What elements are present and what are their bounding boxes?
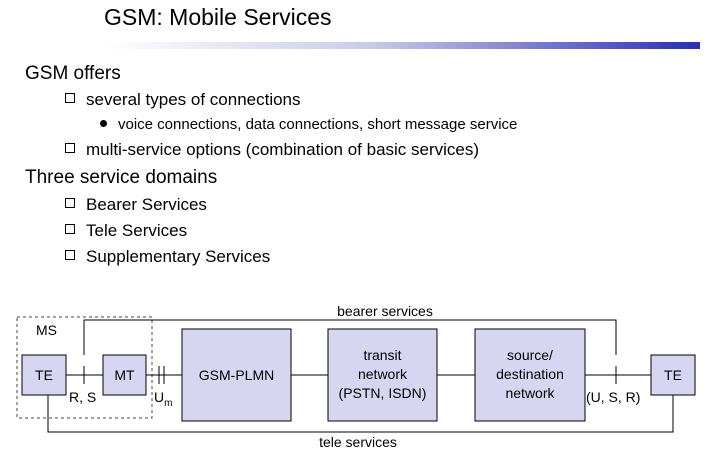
destination-label-line3: network: [505, 385, 555, 401]
transit-label-line2: network: [358, 366, 408, 382]
mt-box: [102, 354, 147, 396]
bullet-tele-services: Tele Services: [65, 221, 187, 241]
square-bullet-icon: [65, 224, 75, 234]
bullet-multi-service: multi-service options (combination of ba…: [65, 140, 479, 160]
dot-bullet-icon: [100, 120, 107, 127]
usr-interface-label: (U, S, R): [586, 389, 640, 405]
um-interface-label: Um: [154, 389, 172, 409]
mt-label: MT: [114, 367, 135, 383]
bearer-services-bracket: [83, 319, 617, 355]
destination-label-line2: destination: [496, 366, 564, 382]
interface-ticks: [83, 366, 617, 384]
te-right-box: [650, 354, 696, 396]
bullet-service-domains: Three service domains: [25, 167, 218, 188]
bullet-connection-examples: voice connections, data connections, sho…: [100, 116, 517, 133]
bearer-services-label: bearer services: [337, 303, 433, 319]
square-bullet-icon: [65, 93, 75, 103]
square-bullet-icon: [65, 250, 75, 260]
square-bullet-icon: [65, 198, 75, 208]
ms-boundary: [16, 316, 153, 419]
transit-network-box: [327, 328, 438, 422]
transit-label-line1: transit: [363, 347, 401, 363]
bullet-supplementary-services: Supplementary Services: [65, 247, 270, 267]
te-right-label: TE: [664, 367, 682, 383]
rs-interface-label: R, S: [69, 389, 96, 405]
gsm-plmn-label: GSM-PLMN: [199, 367, 274, 383]
te-left-label: TE: [35, 367, 53, 383]
te-left-box: [21, 354, 67, 396]
bullet-connection-types: several types of connections: [65, 90, 301, 110]
transit-label-line3: (PSTN, ISDN): [339, 385, 427, 401]
tele-services-label: tele services: [319, 434, 397, 450]
tele-services-bracket: [47, 395, 674, 433]
title-underline: [104, 42, 700, 49]
bullet-bearer-services: Bearer Services: [65, 195, 207, 215]
square-bullet-icon: [65, 143, 75, 153]
ms-label: MS: [36, 322, 57, 338]
bullet-gsm-offers: GSM offers: [25, 63, 121, 84]
page-title: GSM: Mobile Services: [104, 4, 332, 30]
destination-label-line1: source/: [507, 347, 553, 363]
